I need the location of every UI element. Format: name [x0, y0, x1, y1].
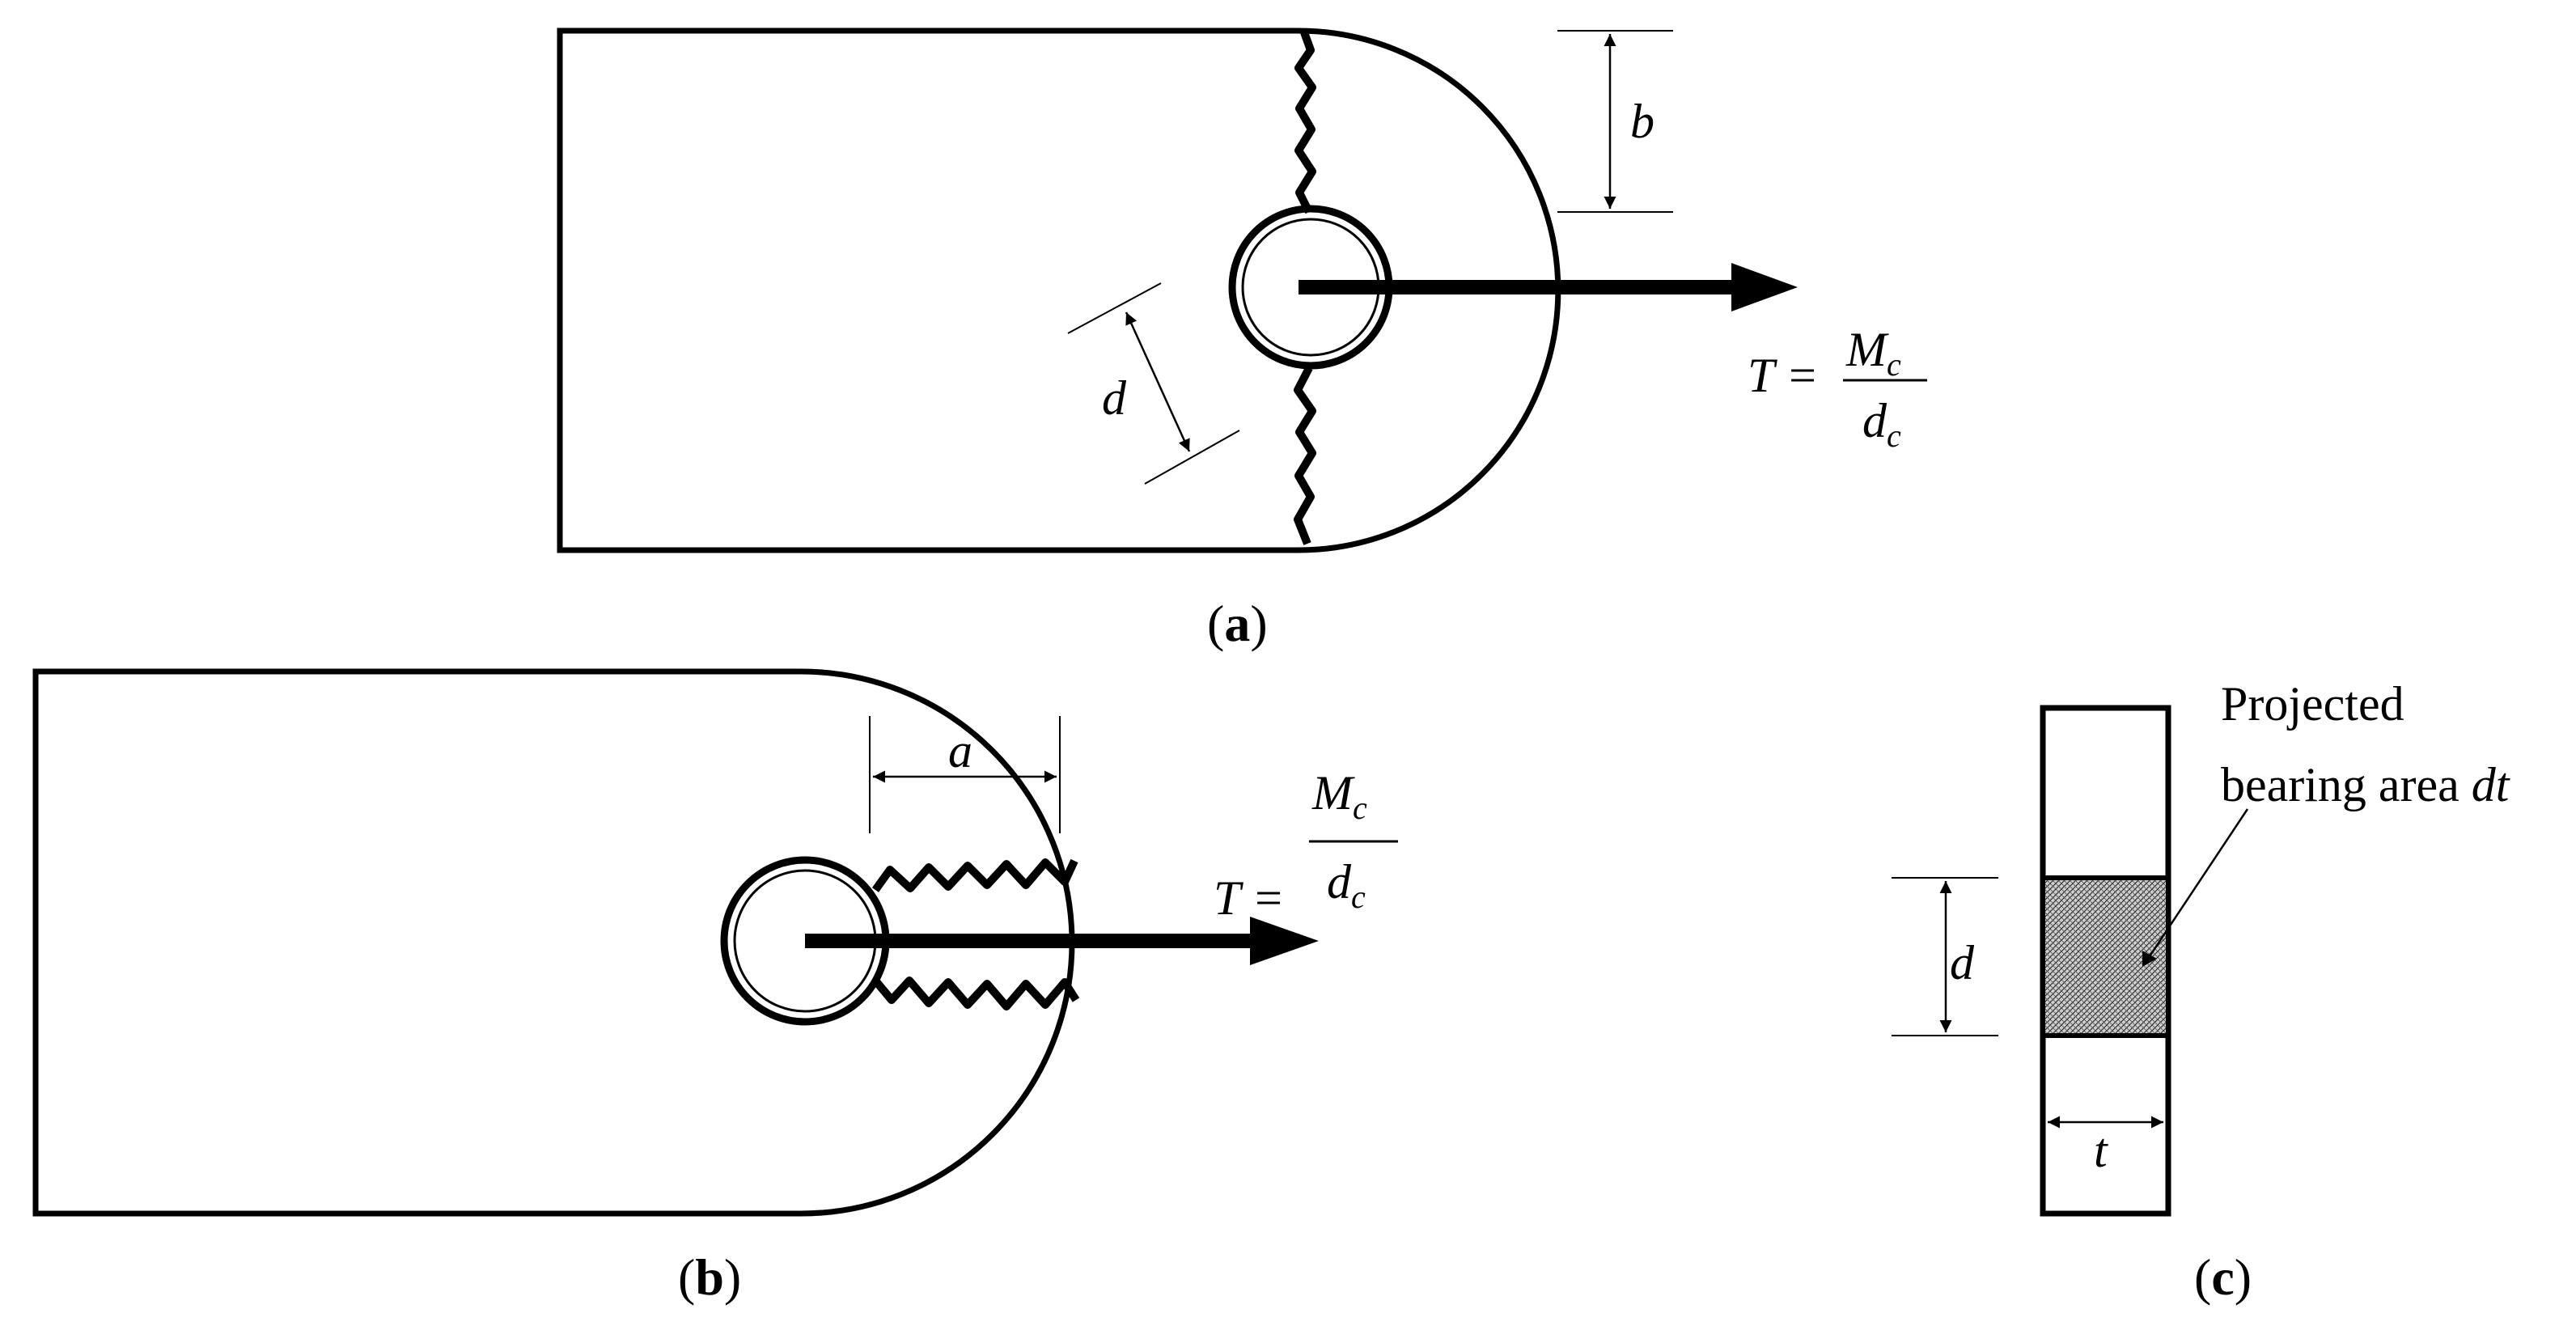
formula-a-den: dc [1862, 394, 1901, 454]
bearing-area-leader [2146, 808, 2249, 960]
bearing-area-label-1: Projected [2221, 677, 2404, 731]
crack-a-upper [1294, 31, 1316, 214]
formula-a-num: Mc [1845, 323, 1901, 383]
crack-a-lower [1294, 366, 1316, 545]
panel-c: Projected bearing area dt d t (c) [1892, 677, 2510, 1306]
formula-b-num: Mc [1311, 766, 1367, 826]
crack-b-upper [871, 858, 1078, 892]
plate-a-outline [557, 28, 1561, 553]
formula-b-lhs: T = [1214, 871, 1285, 925]
dim-a-label: a [948, 724, 972, 777]
bearing-area-leader-tip [2142, 951, 2157, 967]
dim-d-line [1125, 311, 1191, 452]
dim-d-label-a: d [1102, 371, 1127, 425]
dim-b-label: b [1630, 95, 1654, 148]
panel-a: b d T = Mc dc (a) [557, 28, 1927, 652]
force-arrow-a-head [1731, 263, 1798, 311]
caption-b: (b) [678, 1248, 741, 1306]
dim-d-ext-2 [1144, 430, 1240, 485]
force-arrow-b-head [1250, 917, 1319, 965]
formula-a-lhs: T = [1748, 349, 1819, 402]
bearing-area-label-2: bearing area dt [2221, 758, 2510, 811]
dim-t-label: t [2094, 1124, 2108, 1177]
dim-d-ext-1 [1067, 282, 1162, 334]
panel-b: a T = Mc dc (b) [32, 668, 1398, 1306]
dim-d-c-label: d [1950, 936, 1975, 989]
formula-b-den: dc [1327, 855, 1366, 915]
crack-b-lower [872, 977, 1080, 1010]
plate-b-outline [32, 668, 1075, 1217]
caption-a: (a) [1207, 595, 1268, 652]
caption-c: (c) [2194, 1248, 2252, 1306]
